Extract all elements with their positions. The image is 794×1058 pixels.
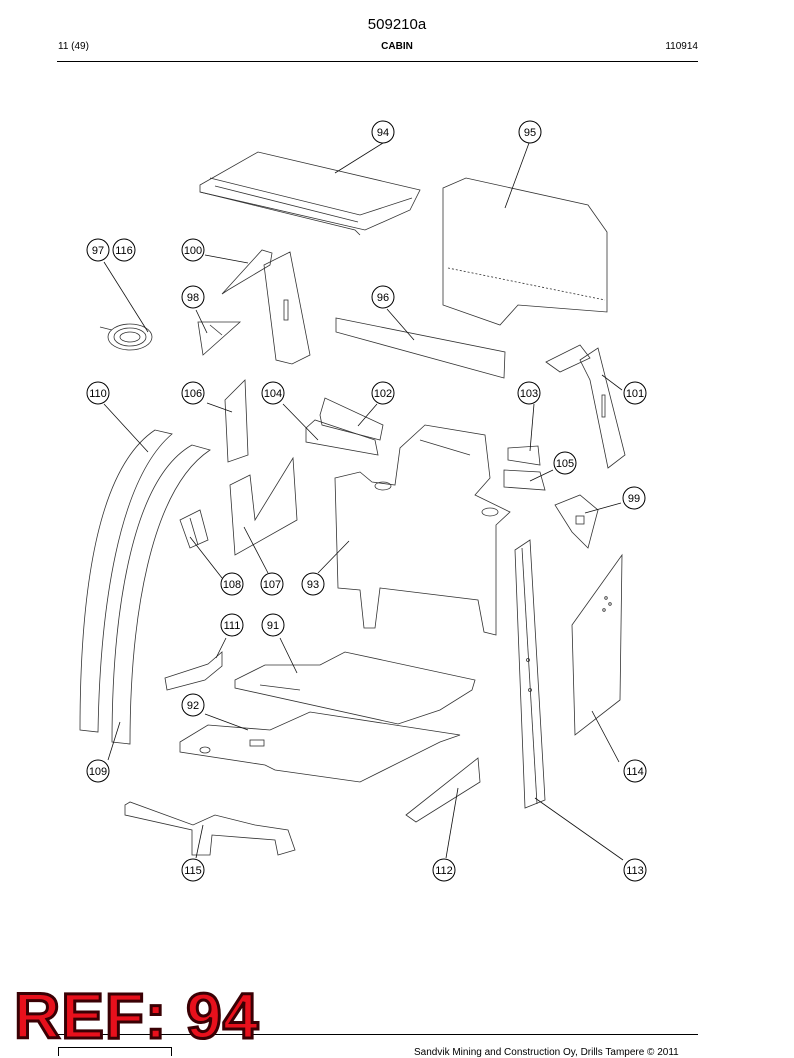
callout-109: 109 <box>86 759 110 783</box>
part-92-drawing <box>179 711 461 783</box>
svg-text:100: 100 <box>184 245 202 257</box>
callout-105: 105 <box>553 451 577 475</box>
callout-110: 110 <box>86 381 110 405</box>
part-114-drawing <box>571 553 623 736</box>
callout-94: 94 <box>371 120 395 144</box>
document-number: 509210a <box>367 16 427 33</box>
company-logo-icon <box>58 1047 172 1056</box>
part-108-drawing <box>179 509 209 549</box>
part-115-drawing <box>124 801 296 856</box>
svg-text:114: 114 <box>626 766 644 778</box>
part-97-116-drawing <box>99 323 153 351</box>
callout-106: 106 <box>181 381 205 405</box>
part-111-drawing <box>164 651 223 691</box>
part-113-drawing <box>514 539 546 809</box>
part-112-drawing <box>405 757 481 823</box>
callout-114: 114 <box>623 759 647 783</box>
part-110-109-drawing <box>79 429 211 745</box>
part-101-drawing <box>545 344 626 469</box>
svg-text:105: 105 <box>556 458 574 470</box>
callout-100: 100 <box>181 238 205 262</box>
part-104-102-drawing <box>305 397 384 456</box>
svg-text:108: 108 <box>223 579 241 591</box>
svg-text:96: 96 <box>377 292 389 304</box>
svg-text:104: 104 <box>264 388 282 400</box>
callout-102: 102 <box>371 381 395 405</box>
svg-text:107: 107 <box>263 579 281 591</box>
part-100-drawing <box>221 249 311 365</box>
svg-text:102: 102 <box>374 388 392 400</box>
svg-text:94: 94 <box>377 127 389 139</box>
part-94-drawing <box>199 151 421 236</box>
header-rule <box>57 61 698 62</box>
callout-96: 96 <box>371 285 395 309</box>
svg-text:92: 92 <box>187 700 199 712</box>
svg-text:95: 95 <box>524 127 536 139</box>
part-93-drawing <box>334 424 511 636</box>
svg-text:115: 115 <box>184 865 202 877</box>
callout-92: 92 <box>181 693 205 717</box>
part-91-drawing <box>234 651 476 725</box>
svg-text:116: 116 <box>115 245 133 257</box>
callout-95: 95 <box>518 120 542 144</box>
callout-97: 97 <box>86 238 110 262</box>
callout-91: 91 <box>261 613 285 637</box>
svg-text:91: 91 <box>267 620 279 632</box>
callout-104: 104 <box>261 381 285 405</box>
callout-116: 116 <box>112 238 136 262</box>
callout-115: 115 <box>181 858 205 882</box>
callout-113: 113 <box>623 858 647 882</box>
callout-93: 93 <box>301 572 325 596</box>
section-title: CABIN <box>381 41 413 52</box>
svg-text:97: 97 <box>92 245 104 257</box>
callout-99: 99 <box>622 486 646 510</box>
svg-text:109: 109 <box>89 766 107 778</box>
svg-text:106: 106 <box>184 388 202 400</box>
svg-text:101: 101 <box>626 388 644 400</box>
part-98-drawing <box>197 321 242 356</box>
svg-text:93: 93 <box>307 579 319 591</box>
page-indicator: 11 (49) <box>58 41 89 52</box>
svg-text:98: 98 <box>187 292 199 304</box>
callout-108: 108 <box>220 572 244 596</box>
callout-112: 112 <box>432 858 456 882</box>
svg-text:99: 99 <box>628 493 640 505</box>
callout-101: 101 <box>623 381 647 405</box>
svg-text:110: 110 <box>89 388 107 400</box>
callout-111: 111 <box>220 613 244 637</box>
ref-stamp: REF: 94 <box>12 980 260 1052</box>
part-103-105-drawing <box>503 445 546 491</box>
part-95-drawing <box>442 177 608 326</box>
callout-107: 107 <box>260 572 284 596</box>
footer-rule <box>57 1034 698 1035</box>
callout-103: 103 <box>517 381 541 405</box>
svg-text:112: 112 <box>435 865 453 877</box>
callout-circles: 94 95 97 116 100 98 96 110 106 104 102 1… <box>86 120 647 882</box>
drawing-code: 110914 <box>665 41 698 52</box>
part-106-drawing <box>224 379 249 463</box>
part-96-drawing <box>335 317 506 379</box>
part-107-drawing <box>229 456 298 556</box>
svg-text:111: 111 <box>224 620 241 632</box>
callout-98: 98 <box>181 285 205 309</box>
svg-text:103: 103 <box>520 388 538 400</box>
part-99-drawing <box>554 494 599 549</box>
svg-text:113: 113 <box>626 865 644 877</box>
leader-lines <box>103 142 624 861</box>
